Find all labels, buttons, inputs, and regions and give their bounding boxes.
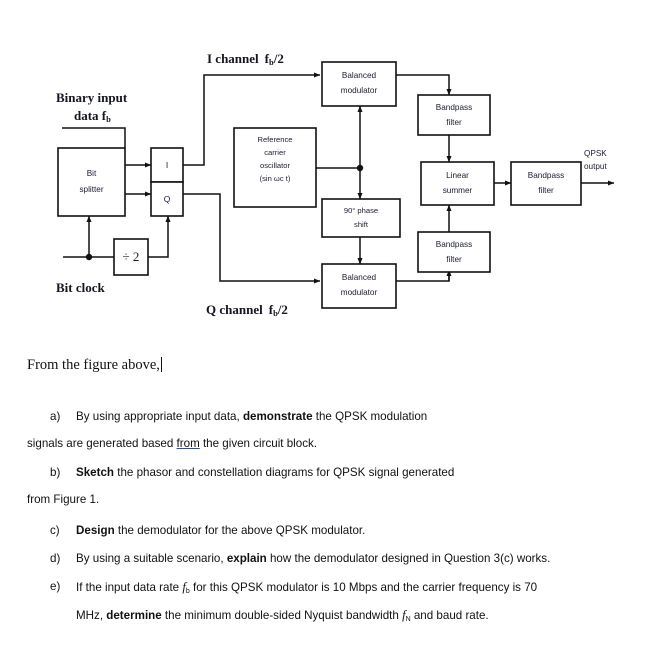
qpsk-output-label-line2: output xyxy=(584,162,607,171)
intro-text: From the figure above, xyxy=(27,357,160,373)
reference-oscillator-line3: oscillator xyxy=(260,161,290,170)
block-q-register xyxy=(150,181,184,217)
text-cursor xyxy=(160,357,162,372)
qpsk-output-label-line1: QPSK xyxy=(584,149,607,158)
question-line: MHz, determine the minimum double-sided … xyxy=(76,608,489,623)
wire-divider-to-q xyxy=(148,215,171,258)
block-linear-summer xyxy=(420,161,495,206)
block-balanced-modulator-top xyxy=(321,61,397,107)
block-bit-splitter xyxy=(57,147,126,217)
wire-i-channel xyxy=(183,72,321,166)
bit-splitter-line1: Bit xyxy=(87,169,97,178)
phase-shift-line1: 90° phase xyxy=(344,206,378,215)
question-line: Sketch the phasor and constellation diag… xyxy=(76,466,455,479)
i-register-label: I xyxy=(166,160,168,170)
reference-oscillator-line4: (sin ωc t) xyxy=(260,174,291,183)
balanced-modulator-bottom-line1: Balanced xyxy=(342,273,377,282)
block-bandpass-filter-top xyxy=(417,94,491,136)
question-marker: c) xyxy=(50,524,60,537)
block-reference-oscillator xyxy=(233,127,317,208)
bandpass-filter-output-line2: filter xyxy=(538,186,554,195)
phase-shift-line2: shift xyxy=(354,220,369,229)
linear-summer-line2: summer xyxy=(443,186,473,195)
question-marker: a) xyxy=(50,410,61,423)
block-divider xyxy=(113,238,149,276)
bandpass-filter-top-line1: Bandpass xyxy=(436,103,472,112)
question-marker: e) xyxy=(50,580,61,593)
bandpass-filter-bottom-line1: Bandpass xyxy=(436,240,472,249)
bit-clock-label: Bit clock xyxy=(56,280,106,295)
question-line: By using appropriate input data, demonst… xyxy=(76,410,428,423)
wire-q-channel xyxy=(183,193,321,284)
question-line: from Figure 1. xyxy=(27,493,100,506)
qpsk-modulator-block-diagram: Bit splitter I Q ÷ 2 Reference carrier o… xyxy=(56,51,615,318)
question-line: Design the demodulator for the above QPS… xyxy=(76,524,366,537)
intro-sentence: From the figure above, xyxy=(27,357,162,374)
question-line: signals are generated based from the giv… xyxy=(27,437,318,450)
reference-oscillator-line2: carrier xyxy=(264,148,286,157)
question-line: By using a suitable scenario, explain ho… xyxy=(76,552,551,565)
balanced-modulator-bottom-line2: modulator xyxy=(341,288,378,297)
question-line: If the input data rate fb for this QPSK … xyxy=(76,580,538,595)
block-bandpass-filter-bottom xyxy=(417,231,491,273)
binary-input-label-line1: Binary input xyxy=(56,90,128,105)
balanced-modulator-top-line2: modulator xyxy=(341,86,378,95)
block-phase-shift xyxy=(321,198,401,238)
bandpass-filter-top-line2: filter xyxy=(446,118,462,127)
divider-label: ÷ 2 xyxy=(123,249,140,264)
wire-top-modulator-to-bpf xyxy=(396,74,452,96)
block-balanced-modulator-bottom xyxy=(321,263,397,309)
balanced-modulator-top-line1: Balanced xyxy=(342,71,377,80)
question-marker: d) xyxy=(50,552,61,565)
block-bandpass-filter-output xyxy=(510,161,582,206)
bandpass-filter-bottom-line2: filter xyxy=(446,255,462,264)
wire-binary-input xyxy=(62,127,126,148)
bit-splitter-line2: splitter xyxy=(79,185,103,194)
question-marker: b) xyxy=(50,466,61,479)
reference-oscillator-line1: Reference xyxy=(257,135,292,144)
linear-summer-line1: Linear xyxy=(446,171,469,180)
binary-input-label-line2: data fb xyxy=(74,108,111,124)
q-register-label: Q xyxy=(164,194,171,204)
bandpass-filter-output-line1: Bandpass xyxy=(528,171,564,180)
